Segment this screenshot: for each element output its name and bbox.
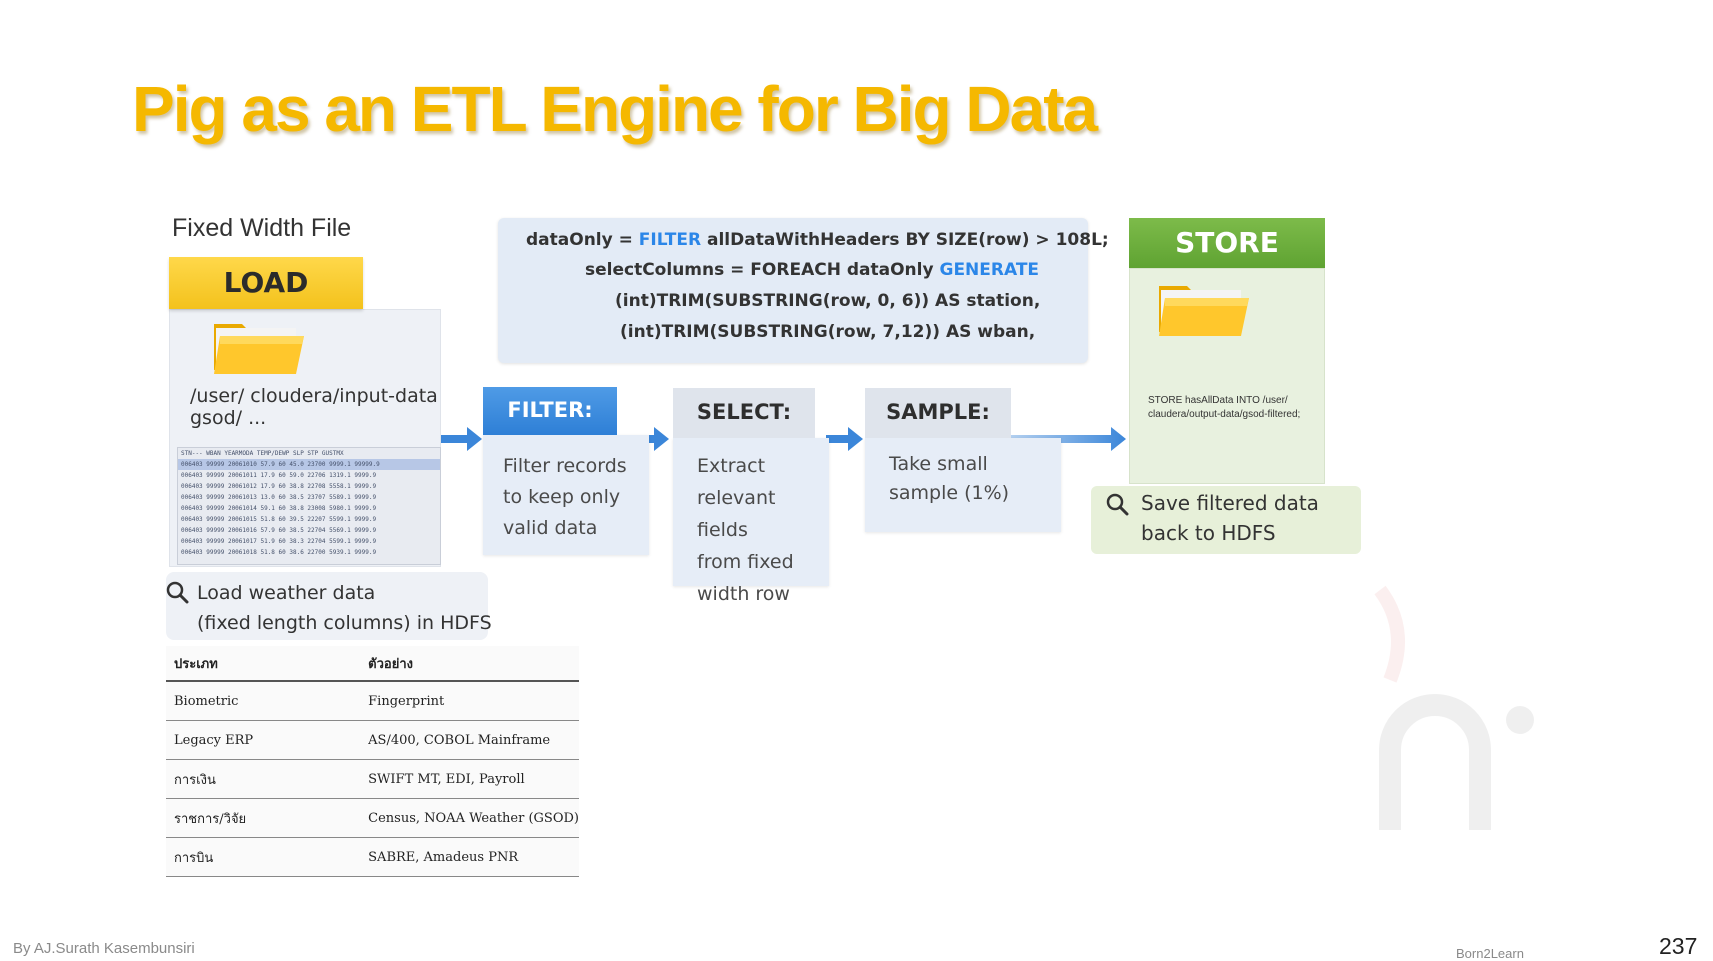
filter-line: to keep only	[503, 486, 621, 508]
footer-author: By AJ.Surath Kasembunsiri	[13, 940, 195, 957]
select-line: Extract	[697, 455, 766, 477]
store-command-line1: STORE hasAllData INTO /user/	[1148, 395, 1288, 406]
footer-brand: Born2Learn	[1456, 946, 1524, 961]
fixed-width-file-label: Fixed Width File	[172, 214, 352, 242]
load-header: LOAD	[169, 257, 363, 309]
preview-row: 006403 99999 20061011 17.9 60 59.0 22706…	[181, 472, 377, 479]
code-line-1: dataOnly = FILTER allDataWithHeaders BY …	[526, 230, 1109, 250]
load-caption-line2: (fixed length columns) in HDFS	[197, 612, 492, 634]
load-caption-box	[166, 572, 488, 640]
load-path-line1: /user/ cloudera/input-data	[190, 385, 438, 407]
sample-line: sample (1%)	[889, 482, 1010, 504]
select-description: Extract relevant fields from fixed width…	[673, 438, 829, 605]
code-line-3: (int)TRIM(SUBSTRING(row, 0, 6)) AS stati…	[615, 291, 1041, 311]
table-row: Legacy ERP AS/400, COBOL Mainframe	[166, 720, 579, 760]
generate-keyword: GENERATE	[939, 260, 1040, 280]
column-header-example: ตัวอย่าง	[360, 646, 579, 682]
table-row: การเงิน SWIFT MT, EDI, Payroll	[166, 759, 579, 799]
store-command-line2: claudera/output-data/gsod-filtered;	[1148, 409, 1301, 420]
preview-row: 006403 99999 20061016 57.9 60 38.5 22704…	[181, 527, 377, 534]
table-cell-example: Census, NOAA Weather (GSOD)	[360, 798, 579, 838]
load-caption-line1: Load weather data	[197, 582, 376, 604]
sample-header: SAMPLE:	[865, 388, 1011, 438]
store-panel	[1129, 268, 1325, 484]
preview-row: 006403 99999 20061015 51.8 60 39.5 22207…	[181, 516, 377, 523]
code-line-2-start: selectColumns = FOREACH dataOnly	[585, 260, 940, 280]
select-line: from fixed	[697, 551, 794, 573]
filter-header: FILTER:	[483, 387, 617, 435]
preview-row: 006403 99999 20061012 17.9 60 38.8 22708…	[181, 483, 377, 490]
preview-row: 006403 99999 20061014 59.1 60 38.8 23008…	[181, 505, 377, 512]
store-caption-line1: Save filtered data	[1141, 491, 1319, 515]
table-cell-type: การเงิน	[166, 759, 361, 799]
filter-line: valid data	[503, 517, 598, 539]
table-row: Biometric Fingerprint	[166, 681, 579, 721]
code-line-1-end: allDataWithHeaders BY SIZE(row) > 108L;	[701, 230, 1109, 250]
table-row: การบิน SABRE, Amadeus PNR	[166, 837, 579, 877]
table-cell-type: การบิน	[166, 837, 361, 877]
search-icon	[166, 581, 189, 604]
table-cell-type: ราชการ/วิจัย	[166, 798, 361, 838]
table-cell-type: Biometric	[166, 681, 361, 721]
code-line-2: selectColumns = FOREACH dataOnly GENERAT…	[585, 260, 1039, 280]
arrow-load-to-filter-icon	[441, 427, 482, 451]
load-path: /user/ cloudera/input-data gsod/ ...	[190, 385, 440, 429]
store-caption: Save filtered data back to HDFS	[1141, 488, 1319, 548]
page-number: 237	[1659, 933, 1698, 959]
table-row: ราชการ/วิจัย Census, NOAA Weather (GSOD)	[166, 798, 579, 838]
store-command: STORE hasAllData INTO /user/ claudera/ou…	[1148, 394, 1323, 422]
column-header-type: ประเภท	[166, 646, 361, 682]
table-cell-example: AS/400, COBOL Mainframe	[360, 720, 579, 760]
select-line: relevant fields	[697, 487, 776, 541]
folder-icon	[1159, 286, 1249, 336]
preview-row: 006403 99999 20061017 51.9 60 38.3 22704…	[181, 538, 377, 545]
slide-title: Pig as an ETL Engine for Big Data	[132, 73, 1098, 145]
load-path-line2: gsod/ ...	[190, 407, 267, 429]
select-line: width row	[697, 583, 790, 605]
arrow-select-to-sample-icon	[826, 427, 863, 451]
code-line-4: (int)TRIM(SUBSTRING(row, 7,12)) AS wban,	[620, 322, 1036, 342]
preview-row: 006403 99999 20061010 57.9 60 45.0 23700…	[178, 459, 440, 470]
folder-icon	[214, 324, 304, 374]
preview-row: 006403 99999 20061013 13.0 60 38.5 23707…	[181, 494, 377, 501]
load-caption: Load weather data (fixed length columns)…	[197, 578, 492, 638]
pig-code-box: dataOnly = FILTER allDataWithHeaders BY …	[498, 218, 1109, 363]
filter-line: Filter records	[503, 455, 627, 477]
select-header: SELECT:	[673, 388, 815, 438]
table-header-row: ประเภท ตัวอย่าง	[166, 646, 579, 682]
store-caption-box	[1091, 486, 1361, 554]
store-header: STORE	[1129, 218, 1325, 268]
brand-watermark-icon	[1374, 585, 1534, 830]
table-cell-example: SWIFT MT, EDI, Payroll	[360, 759, 579, 799]
filter-keyword: FILTER	[638, 230, 702, 250]
sample-description: Take small sample (1%)	[865, 438, 1061, 532]
table-cell-example: Fingerprint	[360, 681, 579, 721]
sample-line: Take small	[889, 453, 988, 475]
data-preview-table: STN--- WBAN YEARMODA TEMP/DEWP SLP STP G…	[177, 447, 441, 565]
table-cell-type: Legacy ERP	[166, 720, 361, 760]
table-cell-example: SABRE, Amadeus PNR	[360, 837, 579, 877]
preview-row: 006403 99999 20061018 51.8 60 38.6 22700…	[181, 549, 377, 556]
filter-description: Filter records to keep only valid data	[483, 435, 649, 555]
preview-row: STN--- WBAN YEARMODA TEMP/DEWP SLP STP G…	[181, 450, 344, 457]
code-line-1-start: dataOnly =	[526, 230, 639, 250]
store-caption-line2: back to HDFS	[1141, 521, 1276, 545]
search-icon	[1106, 493, 1129, 516]
file-type-table: ประเภท ตัวอย่าง Biometric Fingerprint Le…	[166, 646, 579, 877]
